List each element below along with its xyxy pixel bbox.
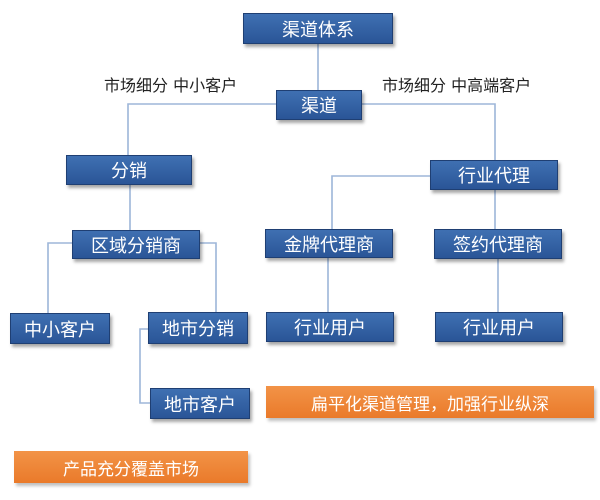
industry-user-node-2: 行业用户 <box>435 312 563 342</box>
industry-agent-node: 行业代理 <box>430 160 558 190</box>
local-customer-node: 地市客户 <box>150 388 250 419</box>
industry-user-node-1: 行业用户 <box>266 312 394 342</box>
root-node: 渠道体系 <box>243 13 393 44</box>
coverage-note: 产品充分覆盖市场 <box>14 451 248 483</box>
channel-node: 渠道 <box>276 90 362 120</box>
regional-distributor-node: 区域分销商 <box>72 230 200 259</box>
left-caption: 市场细分 中小客户 <box>104 76 238 95</box>
local-distribution-node: 地市分销 <box>148 312 248 344</box>
gold-agent-node: 金牌代理商 <box>265 229 393 258</box>
contract-agent-node: 签约代理商 <box>434 229 562 259</box>
smb-customer-node: 中小客户 <box>10 313 110 344</box>
distribution-node: 分销 <box>66 155 192 185</box>
right-caption: 市场细分 中高端客户 <box>382 76 532 95</box>
flat-management-note: 扁平化渠道管理，加强行业纵深 <box>266 386 594 418</box>
